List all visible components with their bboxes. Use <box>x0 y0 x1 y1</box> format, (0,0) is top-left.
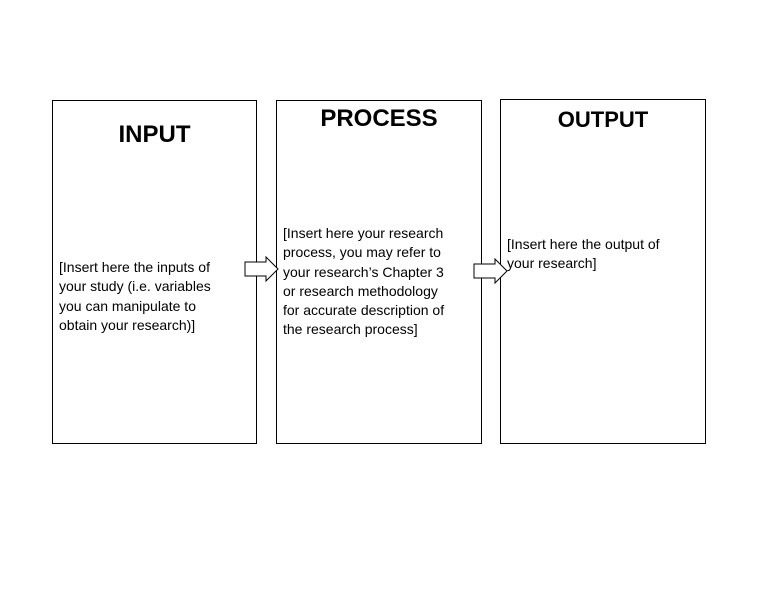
output-title: OUTPUT <box>557 107 649 132</box>
right-arrow-icon <box>473 258 508 284</box>
input-description: [Insert here the inputs of your study (i… <box>59 259 211 333</box>
process-description: [Insert here your research process, you … <box>283 225 445 338</box>
output-box: OUTPUT [Insert here the output of your r… <box>500 99 706 444</box>
right-arrow-icon <box>244 256 279 282</box>
input-box: INPUT [Insert here the inputs of your st… <box>52 100 257 444</box>
process-title: PROCESS <box>320 105 438 132</box>
process-box: PROCESS [Insert here your research proce… <box>276 100 482 444</box>
output-description: [Insert here the output of your research… <box>507 236 660 272</box>
input-title: INPUT <box>118 121 191 148</box>
